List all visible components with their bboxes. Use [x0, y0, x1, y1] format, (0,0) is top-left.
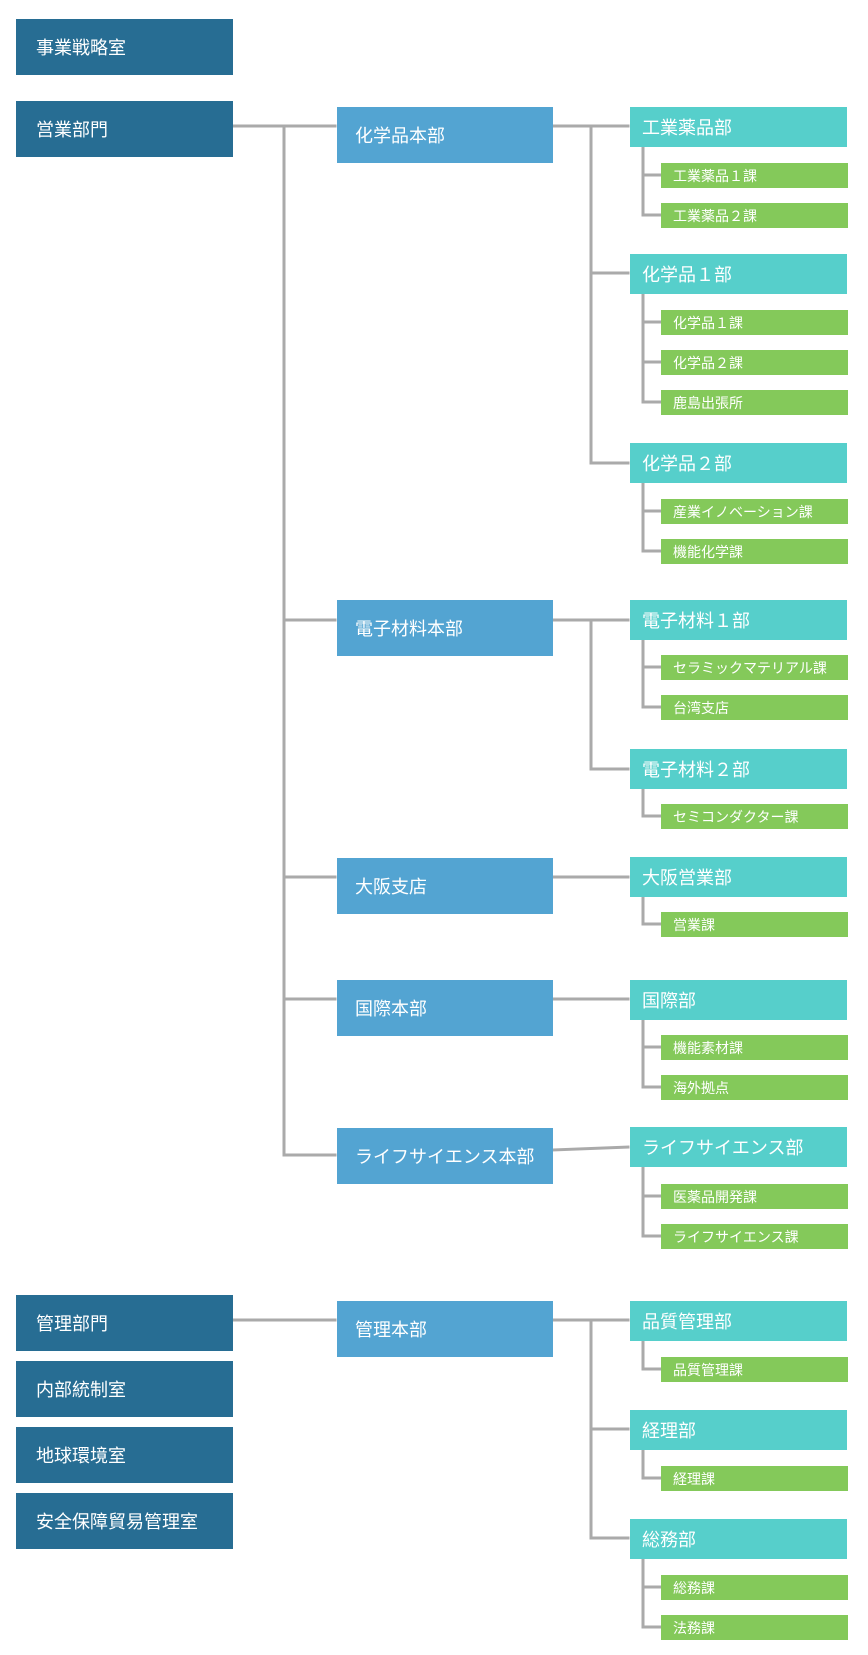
- division-chemicals: 化学品本部: [337, 107, 553, 163]
- section-lifescience: ライフサイエンス課: [661, 1224, 848, 1249]
- unit-internal-control: 内部統制室: [16, 1361, 233, 1417]
- section-semiconductor: セミコンダクター課: [661, 804, 848, 829]
- unit-security-trade: 安全保障貿易管理室: [16, 1493, 233, 1549]
- section-industrial-chem-2: 工業薬品２課: [661, 203, 848, 228]
- section-ceramic-materials: セラミックマテリアル課: [661, 655, 848, 680]
- section-legal: 法務課: [661, 1615, 848, 1640]
- dept-international: 国際部: [630, 980, 847, 1020]
- dept-quality-control: 品質管理部: [630, 1301, 847, 1341]
- section-functional-materials: 機能素材課: [661, 1035, 848, 1060]
- unit-environment: 地球環境室: [16, 1427, 233, 1483]
- section-chemicals-2: 化学品２課: [661, 350, 848, 375]
- unit-administration: 管理部門: [16, 1295, 233, 1351]
- dept-accounting: 経理部: [630, 1410, 847, 1450]
- dept-electronics-2: 電子材料２部: [630, 749, 847, 789]
- section-taiwan-branch: 台湾支店: [661, 695, 848, 720]
- section-industrial-chem-1: 工業薬品１課: [661, 163, 848, 188]
- section-kashima-office: 鹿島出張所: [661, 390, 848, 415]
- unit-strategy-office: 事業戦略室: [16, 19, 233, 75]
- division-osaka: 大阪支店: [337, 858, 553, 914]
- dept-industrial-chemicals: 工業薬品部: [630, 107, 847, 147]
- section-functional-chemicals: 機能化学課: [661, 539, 848, 564]
- dept-electronics-1: 電子材料１部: [630, 600, 847, 640]
- section-industrial-innovation: 産業イノベーション課: [661, 499, 848, 524]
- dept-lifescience: ライフサイエンス部: [630, 1127, 847, 1167]
- dept-chemicals-1: 化学品１部: [630, 254, 847, 294]
- section-overseas-bases: 海外拠点: [661, 1075, 848, 1100]
- unit-sales: 営業部門: [16, 101, 233, 157]
- dept-general-affairs: 総務部: [630, 1519, 847, 1559]
- division-lifescience: ライフサイエンス本部: [337, 1128, 553, 1184]
- division-management: 管理本部: [337, 1301, 553, 1357]
- dept-chemicals-2: 化学品２部: [630, 443, 847, 483]
- section-osaka-sales: 営業課: [661, 912, 848, 937]
- division-international: 国際本部: [337, 980, 553, 1036]
- division-electronics: 電子材料本部: [337, 600, 553, 656]
- section-chemicals-1: 化学品１課: [661, 310, 848, 335]
- section-accounting: 経理課: [661, 1466, 848, 1491]
- section-quality-control: 品質管理課: [661, 1357, 848, 1382]
- section-pharma-development: 医薬品開発課: [661, 1184, 848, 1209]
- section-general-affairs: 総務課: [661, 1575, 848, 1600]
- dept-osaka-sales: 大阪営業部: [630, 857, 847, 897]
